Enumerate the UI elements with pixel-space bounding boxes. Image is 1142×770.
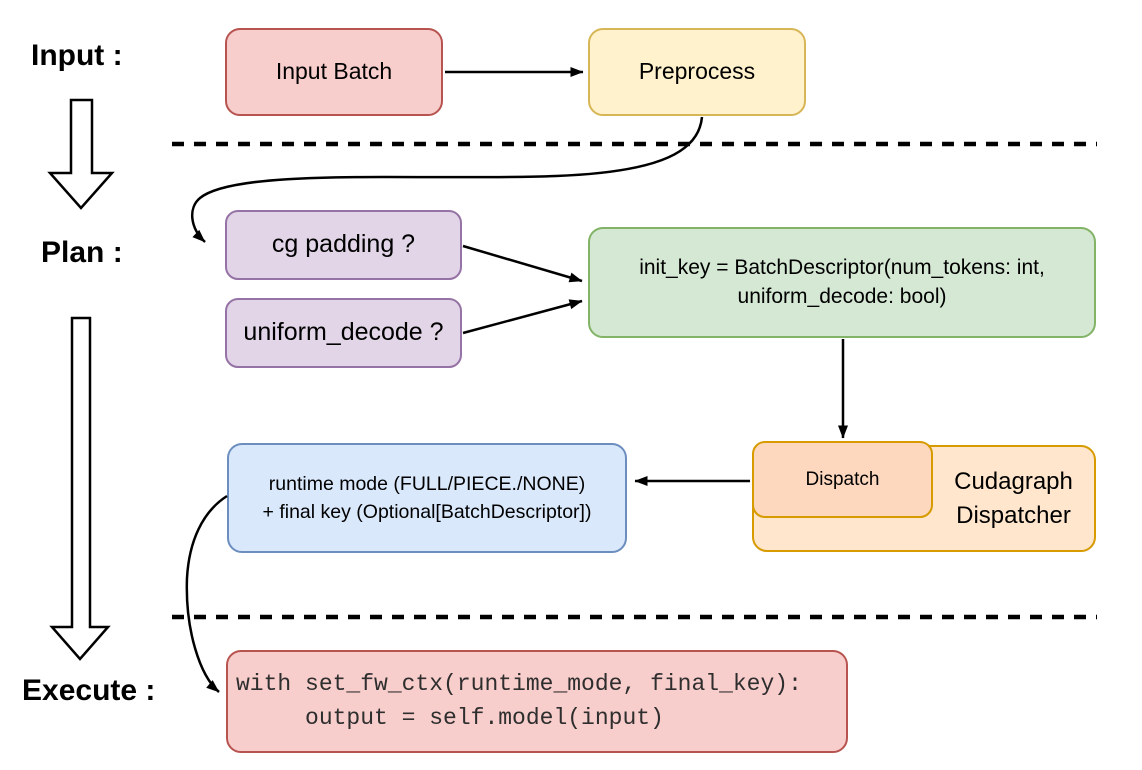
node-uniform-decode-label: uniform_decode ?	[243, 318, 444, 347]
node-execute-code-line2: output = self.model(input)	[236, 704, 664, 731]
node-cudagraph-dispatcher-label: Cudagraph Dispatcher	[936, 447, 1091, 550]
node-cudagraph-dispatcher-line1: Cudagraph	[954, 467, 1073, 495]
node-cudagraph-dispatcher-line2: Dispatcher	[956, 501, 1071, 529]
node-init-key-line2: uniform_decode: bool)	[737, 284, 947, 308]
execute-section-label: Execute :	[22, 674, 156, 707]
node-preprocess-label: Preprocess	[638, 58, 756, 85]
input-flow-down-arrow	[47, 98, 115, 210]
node-execute-code-line1: with set_fw_ctx(runtime_mode, final_key)…	[236, 671, 802, 698]
node-input-batch: Input Batch	[225, 28, 443, 116]
node-init-key: init_key = BatchDescriptor(num_tokens: i…	[588, 227, 1096, 338]
node-dispatch-label: Dispatch	[805, 468, 880, 490]
node-input-batch-label: Input Batch	[275, 58, 393, 85]
node-cg-padding: cg padding ?	[225, 210, 462, 280]
node-runtime-mode: runtime mode (FULL/PIECE./NONE) + final …	[227, 443, 627, 553]
node-dispatch: Dispatch	[752, 441, 933, 518]
connector-uniformdecode-to-initkey-arrow	[462, 299, 583, 335]
node-init-key-line1: init_key = BatchDescriptor(num_tokens: i…	[639, 256, 1045, 280]
node-runtime-mode-line1: runtime mode (FULL/PIECE./NONE)	[268, 472, 586, 495]
connector-runtimemode-to-execute-arrow	[185, 494, 228, 693]
input-section-label: Input :	[31, 39, 123, 72]
node-uniform-decode: uniform_decode ?	[225, 298, 462, 368]
node-cg-padding-label: cg padding ?	[271, 230, 416, 259]
node-execute-code: with set_fw_ctx(runtime_mode, final_key)…	[226, 650, 848, 753]
connector-cgpadding-to-initkey-arrow	[462, 244, 583, 283]
plan-flow-down-arrow	[49, 316, 111, 661]
node-runtime-mode-line2: + final key (Optional[BatchDescriptor])	[262, 501, 592, 523]
node-preprocess: Preprocess	[588, 28, 806, 116]
plan-section-label: Plan :	[41, 236, 123, 269]
